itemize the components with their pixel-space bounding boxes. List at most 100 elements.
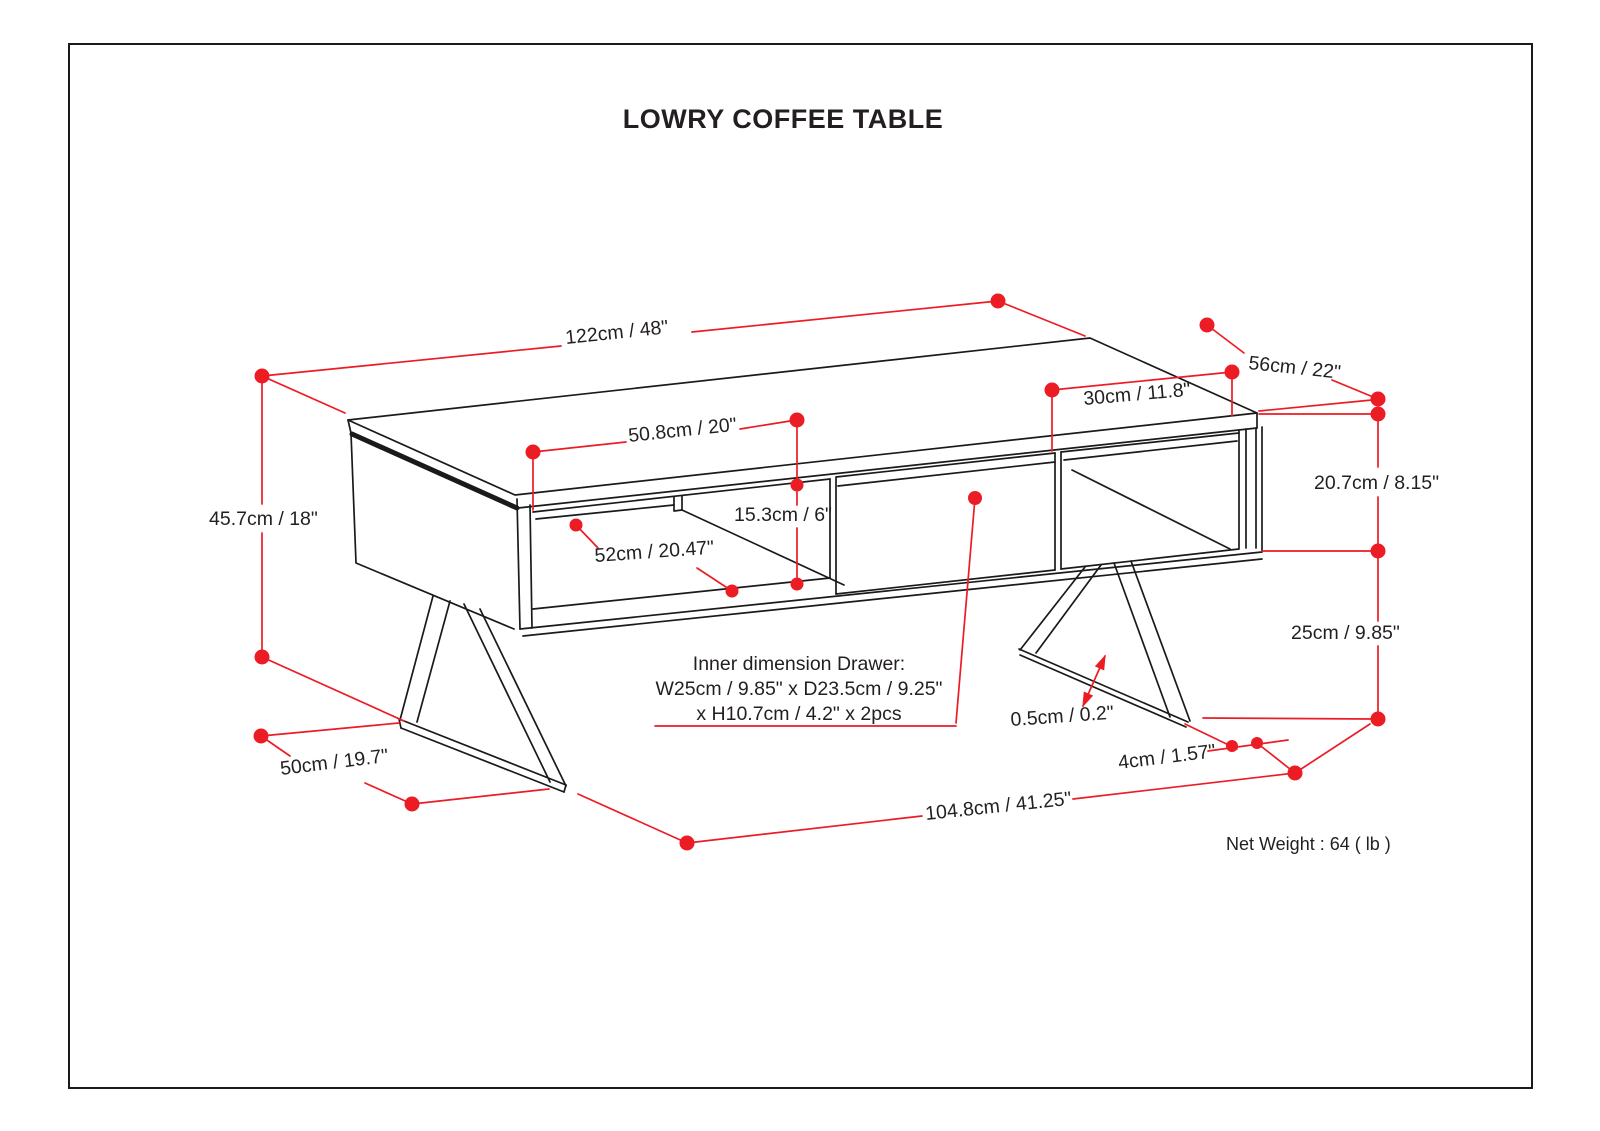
dim-opening-width-label: 50.8cm / 20" bbox=[627, 414, 738, 447]
left-leg-front-strut-inner bbox=[463, 603, 551, 783]
dim-dot bbox=[404, 796, 420, 812]
left-leg-front-strut-outer bbox=[479, 608, 567, 787]
dim-opening-width-line-right bbox=[739, 420, 791, 430]
page-border bbox=[68, 43, 1533, 1089]
dim-shelf-depth-label: 30cm / 11.8" bbox=[1083, 379, 1192, 410]
dim-dot bbox=[1199, 317, 1215, 333]
dim-clearance-ext-bottom bbox=[1202, 717, 1372, 720]
dim-dot bbox=[254, 368, 270, 384]
dim-span-ext-left bbox=[577, 793, 688, 844]
dim-leg-width-label: 4cm / 1.57" bbox=[1117, 740, 1217, 774]
dim-apron-label: 20.7cm / 8.15" bbox=[1314, 472, 1439, 494]
dim-length-line-left bbox=[261, 345, 562, 377]
dim-dot bbox=[790, 478, 804, 492]
dim-leg-width-line bbox=[1207, 739, 1289, 752]
drawer-note-leader bbox=[955, 497, 976, 724]
dim-dot bbox=[679, 835, 695, 851]
dim-span-ext-right bbox=[1294, 723, 1371, 774]
dim-length-line-right bbox=[691, 300, 999, 333]
tabletop-left-corner-edge bbox=[347, 419, 352, 434]
dim-span-line-left bbox=[686, 815, 923, 844]
tabletop-thick-edge bbox=[349, 431, 520, 511]
right-opening-interior-diagonal bbox=[1071, 469, 1231, 550]
dim-dot bbox=[253, 728, 269, 744]
drawer-bottom-edge bbox=[835, 569, 1056, 595]
dim-span-line-right bbox=[1072, 772, 1296, 800]
drawer-note-line-1: Inner dimension Drawer: bbox=[693, 653, 905, 675]
net-weight-label: Net Weight : 64 ( lb ) bbox=[1226, 834, 1391, 854]
right-opening-back-top bbox=[1063, 440, 1238, 461]
dim-shelf-diagonal-label: 52cm / 20.47" bbox=[594, 537, 715, 567]
table-drawing bbox=[347, 337, 1263, 793]
dim-dot bbox=[990, 293, 1006, 309]
dim-dot bbox=[1370, 711, 1386, 727]
dim-shelf-diagonal-leader-lower bbox=[696, 567, 733, 592]
dim-footprint-label: 50cm / 19.7" bbox=[279, 745, 390, 780]
dim-height-label: 45.7cm / 18" bbox=[209, 508, 318, 530]
dim-dot bbox=[525, 444, 541, 460]
dim-dot bbox=[1287, 765, 1303, 781]
dim-depth-ext-upper bbox=[1258, 399, 1373, 412]
dim-dot bbox=[1226, 740, 1238, 752]
dim-height-ext-bottom bbox=[261, 656, 405, 722]
left-leg-rail-top bbox=[398, 718, 567, 786]
left-opening-bottom-edge bbox=[532, 577, 831, 610]
dim-opening-height-label: 15.3cm / 6" bbox=[734, 504, 832, 526]
dim-depth-line-left bbox=[1206, 324, 1245, 354]
front-left-post-inner bbox=[529, 504, 533, 629]
dim-length-label: 122cm / 48" bbox=[564, 316, 669, 349]
dim-dot bbox=[1044, 382, 1060, 398]
dim-footprint-ext-lower bbox=[411, 788, 550, 805]
dim-footprint-ext-upper bbox=[260, 722, 400, 737]
tabletop-bottom-front-edge bbox=[517, 427, 1258, 509]
left-opening-divider-notch bbox=[673, 495, 683, 512]
right-opening-bottom-edge bbox=[1060, 548, 1240, 570]
dim-depth-label: 56cm / 22" bbox=[1247, 352, 1341, 384]
dim-clearance-label: 25cm / 9.85" bbox=[1291, 622, 1400, 644]
dimension-labels: 122cm / 48" 56cm / 22" 30cm / 11.8" 50.8… bbox=[209, 316, 1439, 854]
dim-dot bbox=[790, 577, 804, 591]
dim-opening-width-line-left bbox=[532, 441, 627, 453]
dim-span-label: 104.8cm / 41.25" bbox=[924, 788, 1072, 825]
dim-dot bbox=[968, 491, 982, 505]
front-left-post-outer bbox=[516, 498, 521, 630]
right-opening-top-edge bbox=[1060, 432, 1240, 453]
left-leg-rail-bottom bbox=[400, 727, 565, 793]
dim-dot bbox=[1370, 406, 1386, 422]
dim-dot bbox=[1370, 543, 1386, 559]
dim-height-ext-top bbox=[261, 375, 346, 414]
left-leg-back-strut-inner bbox=[416, 600, 451, 723]
right-leg-back-strut-inner bbox=[1035, 564, 1102, 654]
dim-length-ext-right bbox=[997, 300, 1086, 337]
left-opening-interior-diagonal bbox=[681, 509, 845, 586]
right-leg-front-strut-outer bbox=[1130, 560, 1191, 722]
drawer-top-edge bbox=[835, 452, 1056, 478]
dim-dot bbox=[1251, 737, 1263, 749]
left-side-panel bbox=[350, 432, 515, 630]
dim-rail-thickness-arrow bbox=[1082, 654, 1106, 708]
left-leg-back-strut-outer bbox=[399, 595, 434, 721]
drawer-top-lip bbox=[837, 461, 1056, 487]
left-leg-rail-cap-left bbox=[398, 718, 402, 729]
right-leg-front-strut-inner bbox=[1113, 562, 1171, 718]
dimension-annotations bbox=[253, 293, 1386, 851]
dim-dot bbox=[725, 584, 739, 598]
dim-dot bbox=[789, 412, 805, 428]
dim-dot bbox=[1370, 391, 1386, 407]
cabinet-bottom-edge-2 bbox=[522, 558, 1263, 637]
dim-dot bbox=[254, 649, 270, 665]
dim-dot bbox=[569, 518, 583, 532]
drawer-note-line-2: W25cm / 9.85" x D23.5cm / 9.25" bbox=[656, 678, 943, 700]
dim-dot bbox=[1224, 364, 1240, 380]
page-title: LOWRY COFFEE TABLE bbox=[623, 104, 944, 134]
dim-depth-line-right bbox=[1331, 379, 1379, 400]
drawer-note-line-3: x H10.7cm / 4.2" x 2pcs bbox=[696, 703, 902, 725]
dim-shelf-depth-line bbox=[1051, 371, 1233, 391]
left-leg-rail-cap-right bbox=[563, 784, 567, 793]
left-opening-back-top bbox=[535, 504, 675, 520]
dim-leg-width-link bbox=[1256, 742, 1296, 774]
dim-footprint-line-lower bbox=[364, 782, 413, 805]
dim-rail-thickness-label: 0.5cm / 0.2" bbox=[1010, 702, 1115, 731]
